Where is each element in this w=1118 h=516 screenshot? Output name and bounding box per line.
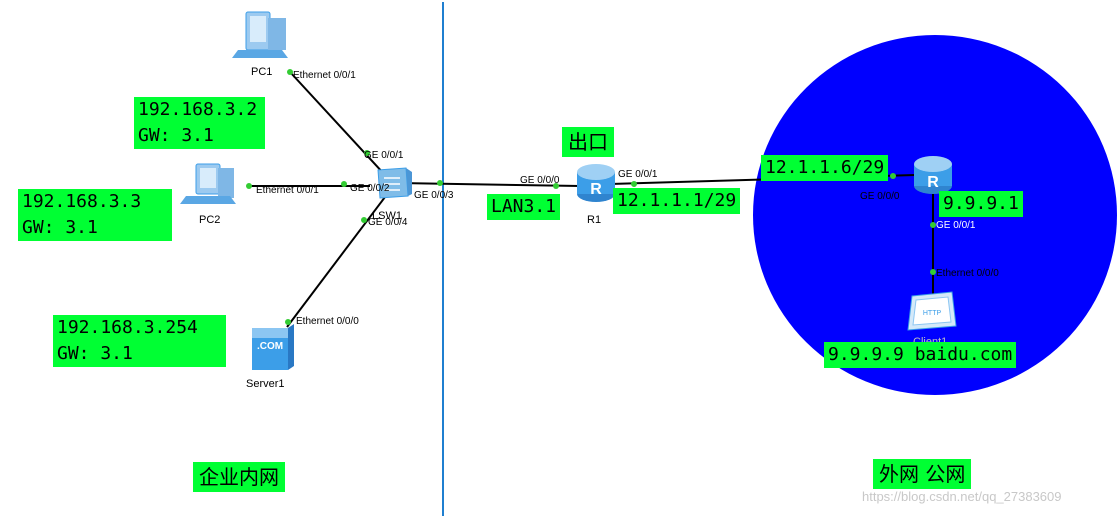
- r2-wan-label: 12.1.1.6/29: [761, 155, 889, 181]
- lsw1-label: LSW1: [372, 210, 402, 222]
- pc1-gw-label: GW: 3.1: [134, 123, 218, 149]
- port-lsw-ge3: GE 0/0/3: [414, 190, 454, 201]
- exit-label: 出口: [562, 127, 614, 157]
- client-badge-text: HTTP: [923, 310, 942, 317]
- port-server1-eth: Ethernet 0/0/0: [296, 316, 359, 327]
- port-lsw-ge2: GE 0/0/2: [350, 183, 390, 194]
- pc1-label: PC1: [251, 66, 273, 78]
- port-client-eth: Ethernet 0/0/0: [936, 268, 999, 279]
- pc1-ip-label: 192.168.3.2: [134, 97, 262, 123]
- link-pc1-lsw1: [289, 71, 386, 176]
- svg-text:R: R: [590, 181, 602, 198]
- port-lsw-ge4: GE 0/0/4: [368, 217, 408, 228]
- client1-icon[interactable]: HTTP: [907, 291, 957, 331]
- port-r1-ge0: GE 0/0/0: [520, 175, 560, 186]
- r1-router-icon[interactable]: R: [577, 164, 615, 202]
- watermark: https://blog.csdn.net/qq_27383609: [862, 489, 1062, 504]
- pc2-gw-label: GW: 3.1: [18, 215, 172, 241]
- extranet-label: 外网 公网: [873, 459, 972, 489]
- pc2-label: PC2: [199, 214, 221, 226]
- r2-router-icon[interactable]: R: [914, 156, 952, 194]
- server1-icon[interactable]: .COM: [252, 324, 294, 370]
- internet-zone-circle: [753, 35, 1117, 395]
- r1-lan-label: LAN3.1: [487, 194, 561, 220]
- pc2-icon[interactable]: [180, 163, 236, 204]
- port-r1-ge1: GE 0/0/1: [618, 169, 658, 180]
- port-r2-ge1: GE 0/0/1: [936, 220, 976, 231]
- server1-label: Server1: [246, 378, 285, 390]
- r1-label: R1: [587, 214, 602, 226]
- r2-lan-label: 9.9.9.1: [939, 191, 1023, 217]
- r1-wan-label: 12.1.1.1/29: [613, 188, 741, 214]
- port-r2-ge0: GE 0/0/0: [860, 191, 900, 202]
- server-gw-label: GW: 3.1: [53, 341, 226, 367]
- server-badge-text: .COM: [257, 341, 283, 352]
- intranet-label: 企业内网: [193, 462, 285, 492]
- server-ip-label: 192.168.3.254: [53, 315, 226, 341]
- port-pc1-eth: Ethernet 0/0/1: [293, 70, 356, 81]
- port-dots: [246, 69, 936, 325]
- link-server-lsw1: [286, 196, 386, 328]
- port-pc2-eth: Ethernet 0/0/1: [256, 185, 319, 196]
- pc2-ip-label: 192.168.3.3: [18, 189, 172, 215]
- client-ip-label: 9.9.9.9 baidu.com: [824, 342, 1017, 368]
- link-lsw1-r1: [397, 182, 581, 187]
- svg-text:R: R: [927, 174, 939, 191]
- port-lsw-ge1: GE 0/0/1: [364, 150, 404, 161]
- lsw1-switch-icon[interactable]: [377, 167, 412, 199]
- pc1-icon[interactable]: [232, 11, 288, 58]
